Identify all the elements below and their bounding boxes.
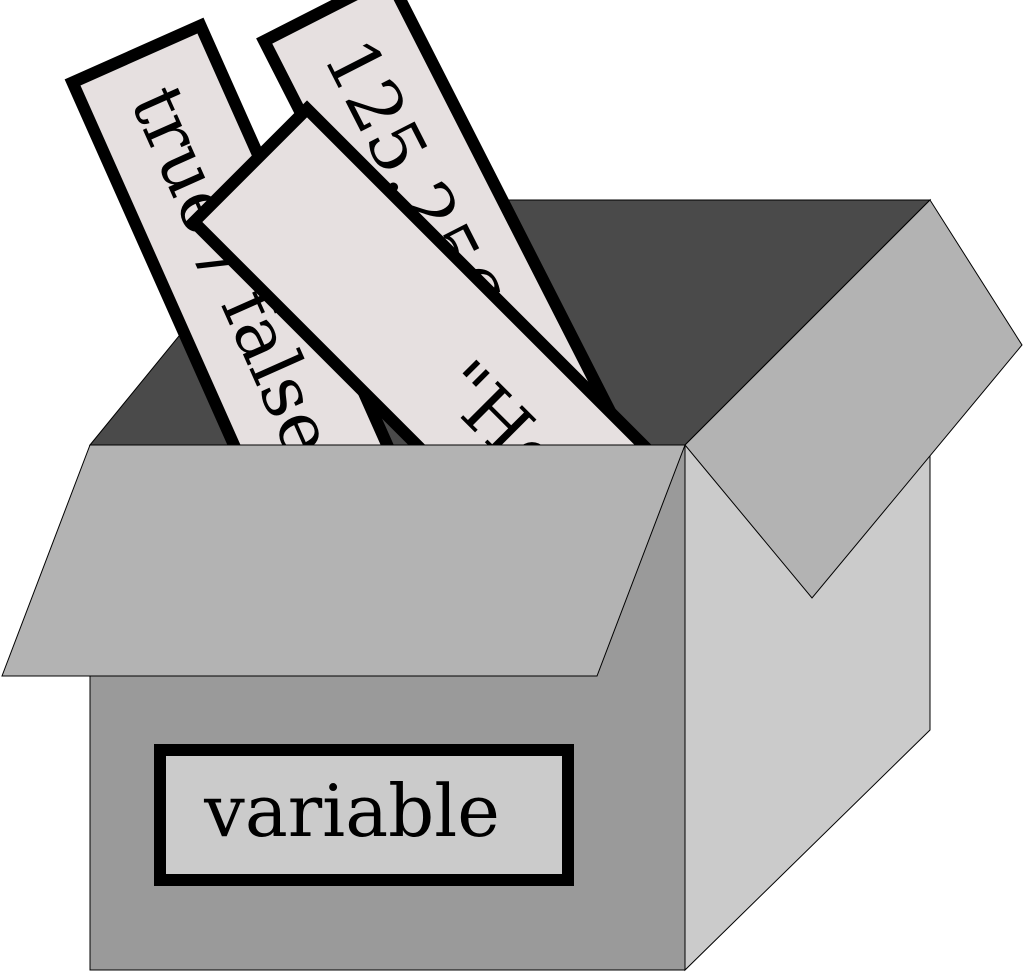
box-right-flap — [684, 199, 1023, 599]
variable-label: variable — [154, 744, 574, 886]
cards-group: true / false 125.256 "Hola!" — [64, 0, 740, 445]
box-front-flap — [1, 444, 686, 677]
variable-label-frame — [154, 744, 574, 886]
variable-label-text: variable — [203, 769, 500, 853]
